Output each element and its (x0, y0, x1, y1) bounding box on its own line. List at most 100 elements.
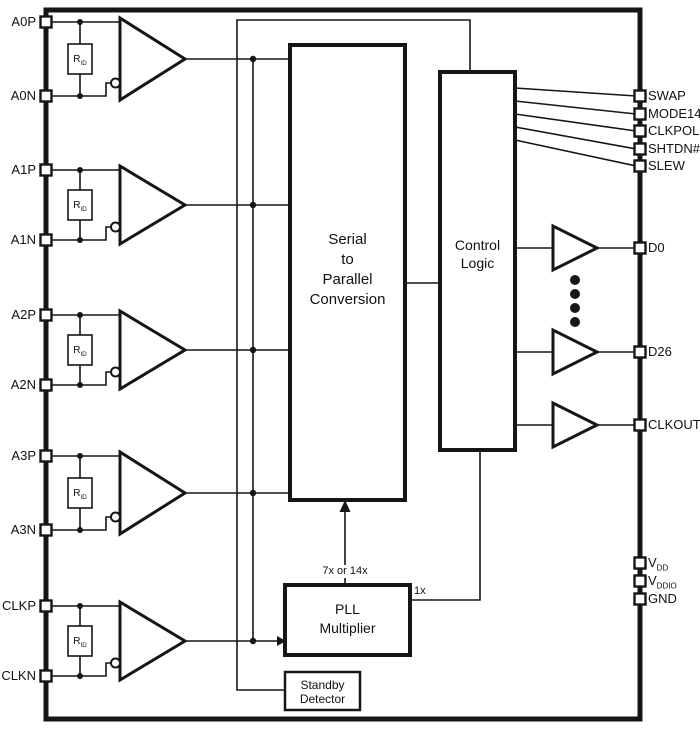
pin-a1p (39, 163, 53, 177)
wire-clkpol (514, 113, 637, 132)
wire-shtdn (514, 126, 637, 150)
input-amp-a1 (118, 163, 188, 247)
pin-swap (633, 89, 647, 103)
wire-clkn (46, 662, 111, 677)
junction-dot (77, 312, 83, 318)
wire-a3n (46, 516, 111, 531)
pin-label-mode14: MODE14 (648, 106, 700, 121)
junction-dot (77, 167, 83, 173)
pin-label-a2p: A2P (11, 307, 36, 322)
pin-a3p (39, 449, 53, 463)
pin-label-clkn: CLKN (1, 668, 36, 683)
termination-resistor-a1 (67, 189, 93, 221)
standby-detector-block (283, 670, 362, 712)
pin-gnd (633, 592, 647, 606)
termination-resistor-a2 (67, 334, 93, 366)
serial-to-parallel-label: Serial to Parallel Conversion (309, 231, 386, 308)
inversion-bubble-a0 (110, 77, 121, 89)
inversion-bubble-a3 (110, 511, 121, 523)
junction-dot (249, 55, 257, 63)
junction-dot (77, 93, 83, 99)
pin-label-clkpol: CLKPOL (648, 123, 700, 138)
pll-feedback-arrowhead (339, 500, 351, 512)
input-amp-clk (118, 599, 188, 683)
junction-dot (249, 489, 257, 497)
junction-dot (77, 382, 83, 388)
pin-label-d26: D26 (648, 344, 672, 359)
resistor-label-a2: RID (73, 345, 87, 358)
pin-clkp (39, 599, 53, 613)
pin-label-a0n: A0N (10, 88, 36, 103)
wire-a1n (46, 226, 111, 241)
pin-slew (633, 159, 647, 173)
ellipsis-dot (570, 289, 580, 299)
pin-label-vdd: VDD (648, 555, 669, 573)
pin-label-clkp: CLKP (2, 598, 36, 613)
termination-resistor-a0 (67, 43, 93, 75)
routing-wires (236, 19, 637, 691)
resistor-label-a1: RID (73, 200, 87, 213)
termination-resistor-a3 (67, 477, 93, 509)
output-buffer-clkout (551, 400, 601, 450)
pin-clkout (633, 418, 647, 432)
pin-a1n (39, 233, 53, 247)
pll-multiplier-block (283, 583, 412, 657)
resistor-label-clk: RID (73, 636, 87, 649)
junction-dot (77, 237, 83, 243)
pin-label-swap: SWAP (648, 88, 686, 103)
standby-detector-label: Standby Detector (299, 678, 346, 706)
output-buffer-d0 (551, 223, 601, 273)
pin-clkn (39, 669, 53, 683)
pin-a0p (39, 15, 53, 29)
pin-a3n (39, 523, 53, 537)
input-amplifiers (118, 15, 188, 683)
pin-label-clkout: CLKOUT (648, 417, 700, 432)
pin-label-a3n: A3N (10, 522, 36, 537)
pin-shtdn (633, 142, 647, 156)
pin-label-shtdn: SHTDN# (648, 141, 700, 156)
pll-feedback-label: 7x or 14x (303, 565, 387, 578)
input-amp-a3 (118, 449, 188, 537)
wire-swap (514, 87, 637, 97)
junction-dot (249, 637, 257, 645)
serial-to-parallel-block (288, 43, 407, 502)
termination-resistor-clk (67, 625, 93, 657)
ellipsis-dots (570, 275, 580, 327)
junction-dot (77, 673, 83, 679)
pin-mode14 (633, 107, 647, 121)
wire-a2n (46, 371, 111, 386)
pin-d0 (633, 241, 647, 255)
wire-mode14 (514, 100, 637, 115)
inversion-bubble-a1 (110, 221, 121, 233)
pins-right (633, 89, 647, 606)
pins-left (39, 15, 53, 683)
pin-label-a2n: A2N (10, 377, 36, 392)
junction-dot (249, 201, 257, 209)
ellipsis-dot (570, 303, 580, 313)
wire-pll-1x (410, 450, 481, 601)
pin-label-a1p: A1P (11, 162, 36, 177)
pin-vdd (633, 556, 647, 570)
inversion-bubbles (110, 77, 121, 669)
junction-dot (77, 453, 83, 459)
ellipsis-dot (570, 275, 580, 285)
chip-outline (43, 7, 643, 722)
junction-dots (77, 19, 257, 679)
resistor-label-a0: RID (73, 54, 87, 67)
pll-1x-label: 1x (414, 585, 426, 598)
clk-to-pll-arrowhead (277, 636, 286, 646)
junction-dot (77, 603, 83, 609)
pin-d26 (633, 345, 647, 359)
inversion-bubble-a2 (110, 366, 121, 378)
junction-dot (77, 19, 83, 25)
inversion-bubble-clk (110, 657, 121, 669)
pin-a0n (39, 89, 53, 103)
pin-label-a1n: A1N (10, 232, 36, 247)
input-amp-a0 (118, 15, 188, 103)
pin-label-d0: D0 (648, 240, 665, 255)
output-buffers (551, 223, 601, 450)
pin-a2n (39, 378, 53, 392)
pll-multiplier-label: PLL Multiplier (319, 601, 376, 636)
